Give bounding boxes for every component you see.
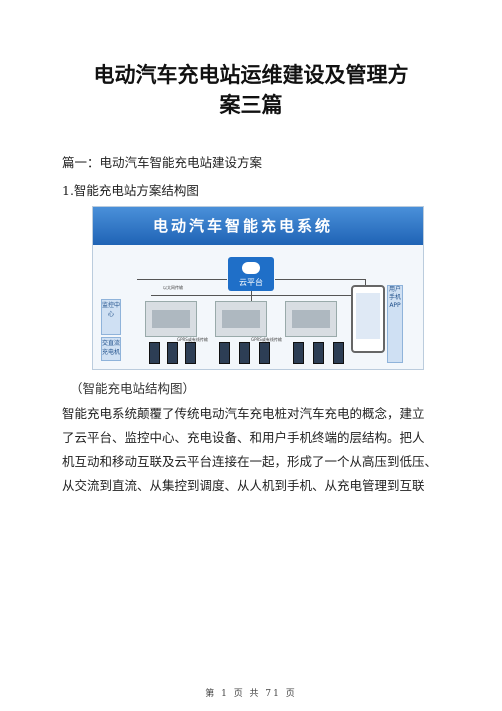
monitoring-center-image	[215, 301, 267, 337]
phone-screen	[356, 293, 380, 339]
connector-line	[251, 291, 252, 301]
connector-line	[137, 279, 227, 280]
paragraph-line: 从交流到直流、从集控到调度、从人机到手机、从充电管理到互联	[62, 478, 425, 493]
subheading: 1.智能充电站方案结构图	[62, 183, 199, 198]
cloud-icon	[242, 262, 260, 274]
charger-unit	[149, 342, 160, 364]
figure-banner-title: 电动汽车智能充电系统	[153, 217, 334, 235]
cloud-platform-node: 云平台	[228, 257, 274, 291]
paragraph-line: 智能充电系统颠覆了传统电动汽车充电桩对汽车充电的概念，建立	[62, 406, 425, 421]
network-label: GPRS或有线传输	[177, 337, 208, 342]
document-title-line-1: 电动汽车充电站运维建设及管理方	[93, 63, 409, 87]
charger-unit	[167, 342, 178, 364]
figure-caption: （智能充电站结构图）	[70, 381, 196, 396]
charger-unit	[259, 342, 270, 364]
connector-line	[365, 279, 366, 289]
side-label-chargers: 交直流充电机	[101, 337, 121, 361]
charger-unit	[333, 342, 344, 364]
charger-unit	[239, 342, 250, 364]
charger-unit	[185, 342, 196, 364]
section-heading: 篇一：电动汽车智能充电站建设方案	[62, 155, 263, 170]
monitoring-center-image	[145, 301, 197, 337]
paragraph-line: 机互动和移动互联及云平台连接在一起，形成了一个从高压到低压、	[62, 454, 438, 469]
system-structure-figure: 电动汽车智能充电系统 云平台 以太网传输 监控中心 交直流充电机 GPRS或有线…	[92, 206, 424, 370]
charger-unit	[293, 342, 304, 364]
monitoring-center-image	[285, 301, 337, 337]
document-title-line-2: 案三篇	[219, 93, 283, 117]
side-label-app: 用户手机APP	[387, 285, 403, 363]
cloud-platform-label: 云平台	[239, 278, 263, 287]
phone-icon	[351, 285, 385, 353]
page-footer: 第 1 页 共 71 页	[205, 689, 297, 699]
charger-unit	[219, 342, 230, 364]
network-label: 以太网传输	[163, 285, 183, 290]
charger-unit	[313, 342, 324, 364]
connector-line	[151, 295, 351, 296]
network-label: GPRS或有线传输	[251, 337, 282, 342]
side-label-monitoring: 监控中心	[101, 299, 121, 335]
paragraph-line: 了云平台、监控中心、充电设备、和用户手机终端的层结构。把人	[62, 430, 425, 445]
figure-banner: 电动汽车智能充电系统	[93, 207, 423, 245]
connector-line	[275, 279, 365, 280]
